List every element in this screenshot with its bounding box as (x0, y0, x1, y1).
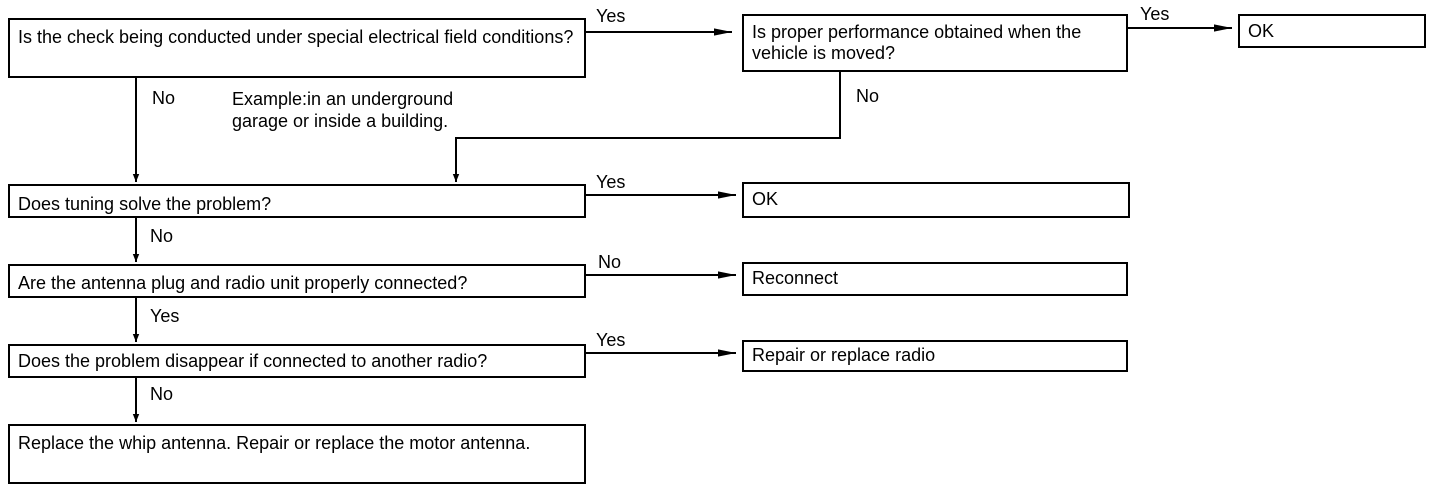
arrow-moved-no (452, 72, 841, 182)
example-note: Example:in an underground garage or insi… (232, 89, 454, 131)
node-another-radio: Does the problem disappear if connected … (8, 344, 586, 378)
node-ok-2: OK (742, 182, 1130, 218)
node-reconnect: Reconnect (742, 262, 1128, 296)
label-connected-yes: Yes (150, 306, 180, 326)
label-field-no: No (152, 88, 176, 108)
node-repair-radio: Repair or replace radio (742, 340, 1128, 372)
label-connected-no: No (598, 252, 622, 272)
node-antenna-connected: Are the antenna plug and radio unit prop… (8, 264, 586, 298)
label-moved-yes: Yes (1140, 4, 1170, 24)
node-vehicle-moved: Is proper performance obtained when the … (742, 14, 1128, 72)
label-moved-no: No (856, 86, 880, 106)
node-tuning: Does tuning solve the problem? (8, 184, 586, 218)
label-other-no: No (150, 384, 174, 404)
label-tuning-no: No (150, 226, 174, 246)
node-ok-1: OK (1238, 14, 1426, 48)
label-field-yes: Yes (596, 6, 626, 26)
node-replace-antenna: Replace the whip antenna. Repair or repl… (8, 424, 586, 484)
node-field-conditions: Is the check being conducted under speci… (8, 18, 586, 78)
label-other-yes: Yes (596, 330, 626, 350)
label-tuning-yes: Yes (596, 172, 626, 192)
